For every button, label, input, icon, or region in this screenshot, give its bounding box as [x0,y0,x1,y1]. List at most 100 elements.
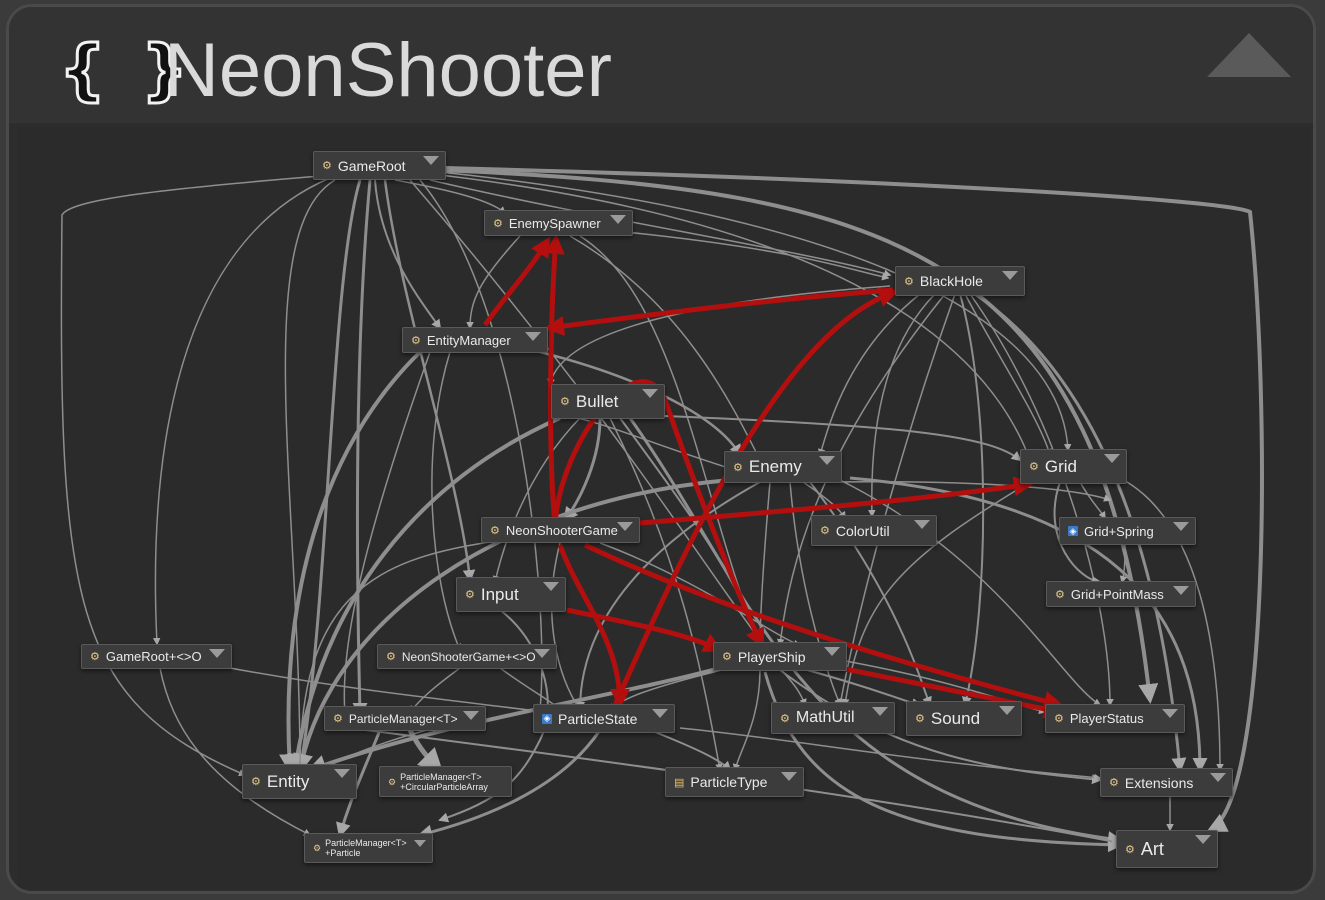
enum-icon: ▤ [674,776,685,789]
class-icon: ⚙ [251,776,261,788]
node-label-line2: +CircularParticleArray [400,781,488,792]
class-icon: ⚙ [322,160,332,172]
class-icon: ⚙ [386,651,396,663]
node-label: EntityManager [426,332,511,348]
class-icon: ⚙ [733,461,743,474]
node-label: Bullet [575,391,619,411]
collapse-triangle-button[interactable] [1207,33,1291,77]
node-sound[interactable]: ⚙ Sound [906,701,1022,736]
node-label-line2: +Particle [325,848,361,858]
node-enemyspawner[interactable]: ⚙ EnemySpawner [484,210,633,236]
class-icon: ⚙ [1029,461,1039,473]
chevron-down-icon[interactable] [642,389,658,398]
chevron-down-icon[interactable] [824,647,840,656]
node-colorutil[interactable]: ⚙ ColorUtil [811,515,937,546]
node-enemy[interactable]: ⚙ Enemy [724,451,842,483]
node-label-group: ParticleManager<T> +CircularParticleArra… [400,772,488,792]
class-icon: ⚙ [465,589,475,601]
class-icon: ⚙ [820,525,830,537]
node-playerstatus[interactable]: ⚙ PlayerStatus [1045,704,1185,733]
chevron-down-icon[interactable] [1104,454,1120,463]
node-label: BlackHole [919,273,983,289]
node-label: ParticleState [558,710,638,727]
node-extensions[interactable]: ⚙ Extensions [1100,768,1233,797]
node-particlemanager-particle[interactable]: ⚙ ParticleManager<T> +Particle [304,833,433,863]
chevron-down-icon[interactable] [414,840,426,847]
node-label: Enemy [748,457,802,476]
class-icon: ⚙ [411,334,421,347]
class-icon: ⚙ [333,713,343,725]
namespace-title: NeonShooter [164,28,612,113]
class-icon: ⚙ [780,712,790,725]
node-label: Entity [266,771,310,791]
node-label-line1: ParticleManager<T> [400,771,482,782]
node-label-group: ParticleManager<T> +Particle [325,838,407,858]
chevron-down-icon[interactable] [1173,586,1189,595]
node-grid[interactable]: ⚙ Grid [1020,449,1127,484]
chevron-down-icon[interactable] [872,707,888,716]
node-blackhole[interactable]: ⚙ BlackHole [895,266,1025,296]
node-label: Art [1140,838,1164,859]
chevron-down-icon[interactable] [463,711,479,720]
struct-icon: ◈ [1068,525,1078,536]
chevron-down-icon[interactable] [819,456,835,465]
chevron-down-icon[interactable] [610,215,626,224]
node-bullet[interactable]: ⚙ Bullet [551,384,665,419]
node-label: Grid+Spring [1084,523,1154,539]
class-icon: ⚙ [90,651,100,663]
class-icon: ⚙ [904,275,914,288]
node-neonshootergame-closure[interactable]: ⚙ NeonShooterGame+<>O [377,644,557,669]
node-grid-pointmass[interactable]: ⚙ Grid+PointMass [1046,581,1196,607]
node-entitymanager[interactable]: ⚙ EntityManager [402,327,548,353]
chevron-down-icon[interactable] [652,709,668,718]
node-particlemanager[interactable]: ⚙ ParticleManager<T> [324,706,486,731]
node-grid-spring[interactable]: ◈ Grid+Spring [1059,517,1196,545]
chevron-down-icon[interactable] [781,772,797,781]
chevron-down-icon[interactable] [999,706,1015,715]
class-icon: ⚙ [1054,713,1064,725]
chevron-down-icon[interactable] [334,769,350,778]
node-label: Grid+PointMass [1070,586,1164,602]
class-icon: ⚙ [388,776,397,787]
node-mathutil[interactable]: ⚙ MathUtil [771,702,895,734]
node-gameroot-closure[interactable]: ⚙ GameRoot+<>O [81,644,232,669]
graph-canvas [17,127,1311,889]
chevron-down-icon[interactable] [1002,271,1018,280]
node-label: PlayerShip [737,648,806,665]
node-particlestate[interactable]: ◈ ParticleState [533,704,675,733]
node-label: Input [480,584,519,604]
struct-icon: ◈ [542,713,552,724]
class-icon: ⚙ [490,524,500,537]
node-label: MathUtil [795,709,855,726]
node-label: Extensions [1124,774,1194,791]
node-label: Grid [1044,456,1077,476]
namespace-braces-icon: { } [58,30,194,110]
node-entity[interactable]: ⚙ Entity [242,764,357,799]
chevron-down-icon[interactable] [423,156,439,165]
node-label: EnemySpawner [508,215,601,231]
class-icon: ⚙ [313,843,322,853]
chevron-down-icon[interactable] [534,649,550,658]
class-icon: ⚙ [1055,588,1065,601]
class-icon: ⚙ [722,651,732,663]
node-particlemanager-circular[interactable]: ⚙ ParticleManager<T> +CircularParticleAr… [379,766,512,797]
chevron-down-icon[interactable] [1162,709,1178,718]
chevron-down-icon[interactable] [525,332,541,341]
chevron-down-icon[interactable] [617,522,633,531]
node-gameroot[interactable]: ⚙ GameRoot [313,151,446,180]
node-neonshootergame[interactable]: ⚙ NeonShooterGame [481,517,640,543]
node-label: NeonShooterGame [505,522,618,538]
chevron-down-icon[interactable] [209,649,225,658]
node-label: NeonShooterGame+<>O [401,649,536,664]
chevron-down-icon[interactable] [1210,773,1226,782]
node-particletype[interactable]: ▤ ParticleType [665,767,804,797]
class-icon: ⚙ [1109,777,1119,789]
chevron-down-icon[interactable] [1195,835,1211,844]
node-playership[interactable]: ⚙ PlayerShip [713,642,847,671]
node-input[interactable]: ⚙ Input [456,577,566,612]
chevron-down-icon[interactable] [914,520,930,529]
class-icon: ⚙ [1125,843,1135,856]
chevron-down-icon[interactable] [1173,522,1189,531]
node-art[interactable]: ⚙ Art [1116,830,1218,868]
chevron-down-icon[interactable] [543,582,559,591]
